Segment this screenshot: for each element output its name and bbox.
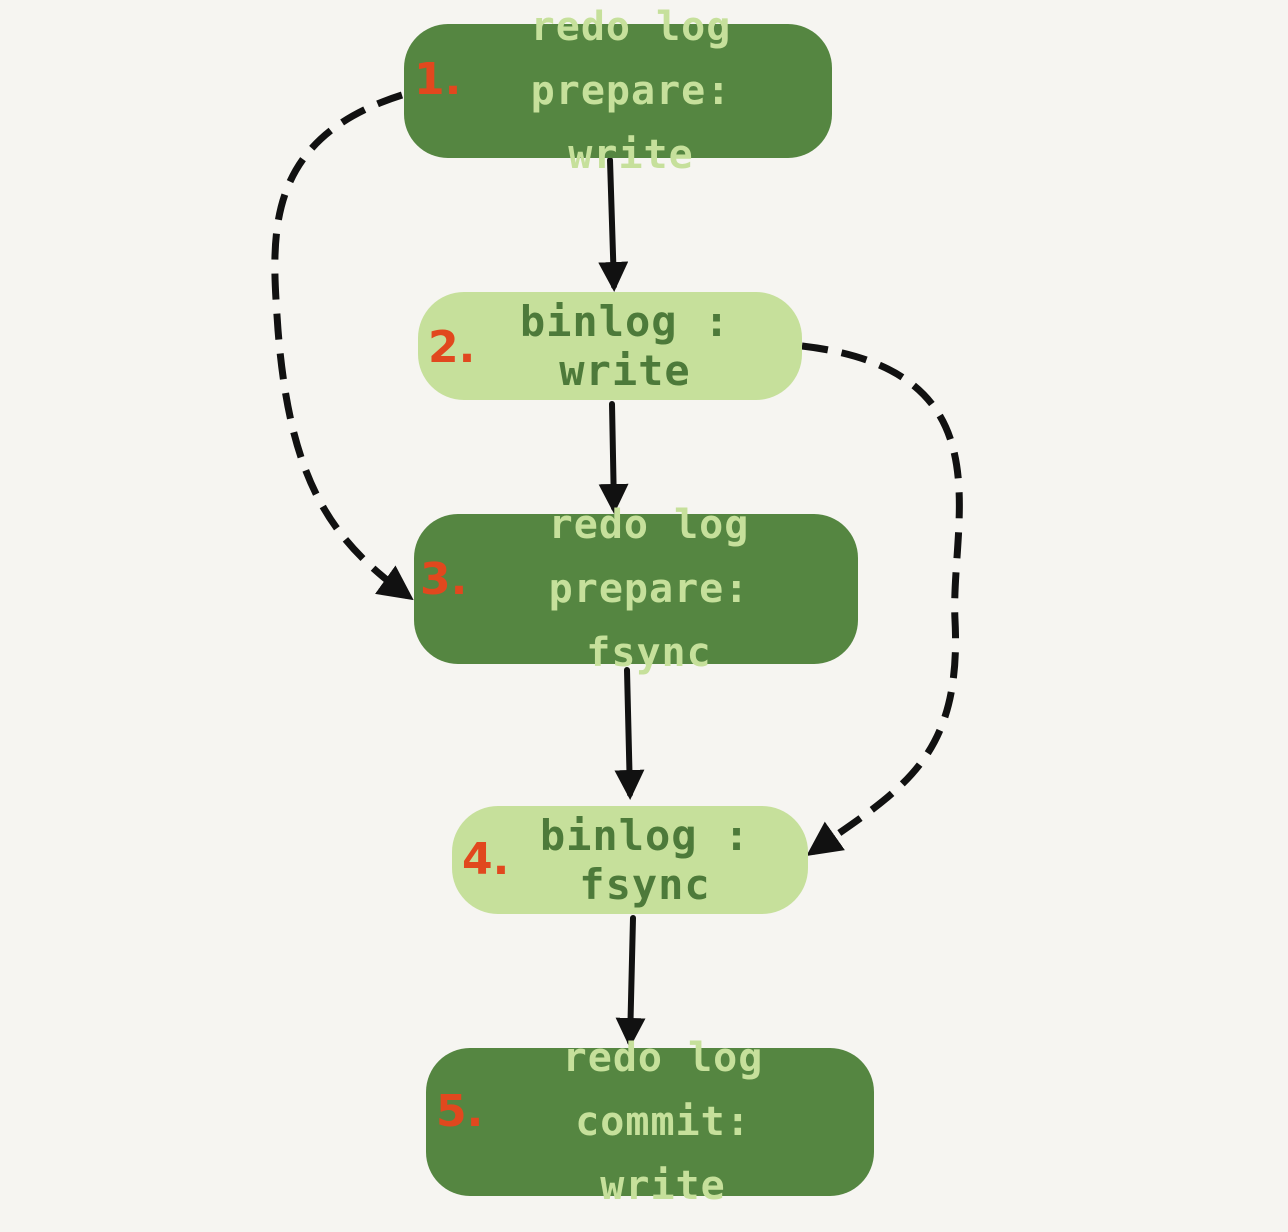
step-number-4: 4.: [462, 834, 510, 885]
node-label: binlog : fsync: [539, 811, 751, 909]
step-number-1: 1.: [414, 54, 462, 105]
node-label: redo log prepare: fsync: [548, 502, 750, 676]
node-redo-log-prepare-write: redo log prepare: write: [404, 4, 832, 178]
arrow-step2-to-step3: [598, 401, 629, 514]
arrow-step3-to-step4: [614, 667, 645, 800]
node-redo-log-prepare-fsync: redo log prepare: fsync: [414, 502, 858, 676]
step-number-5: 5.: [436, 1086, 484, 1137]
node-binlog-write: binlog : write: [418, 292, 802, 400]
arrow-step4-to-step5: [615, 915, 646, 1048]
node-binlog-fsync: binlog : fsync: [452, 806, 808, 914]
dashed-arrow-step1-to-step3: [271, 91, 414, 601]
node-label: redo log prepare: write: [530, 4, 732, 178]
node-label: binlog : write: [519, 297, 731, 395]
step-number-3: 3.: [420, 554, 468, 605]
node-redo-log-commit-write: redo log commit: write: [426, 1035, 874, 1209]
step-number-2: 2.: [428, 322, 476, 373]
node-label: redo log commit: write: [562, 1035, 764, 1209]
dashed-arrow-step2-to-step4: [801, 342, 963, 857]
arrow-step1-to-step2: [598, 157, 629, 292]
